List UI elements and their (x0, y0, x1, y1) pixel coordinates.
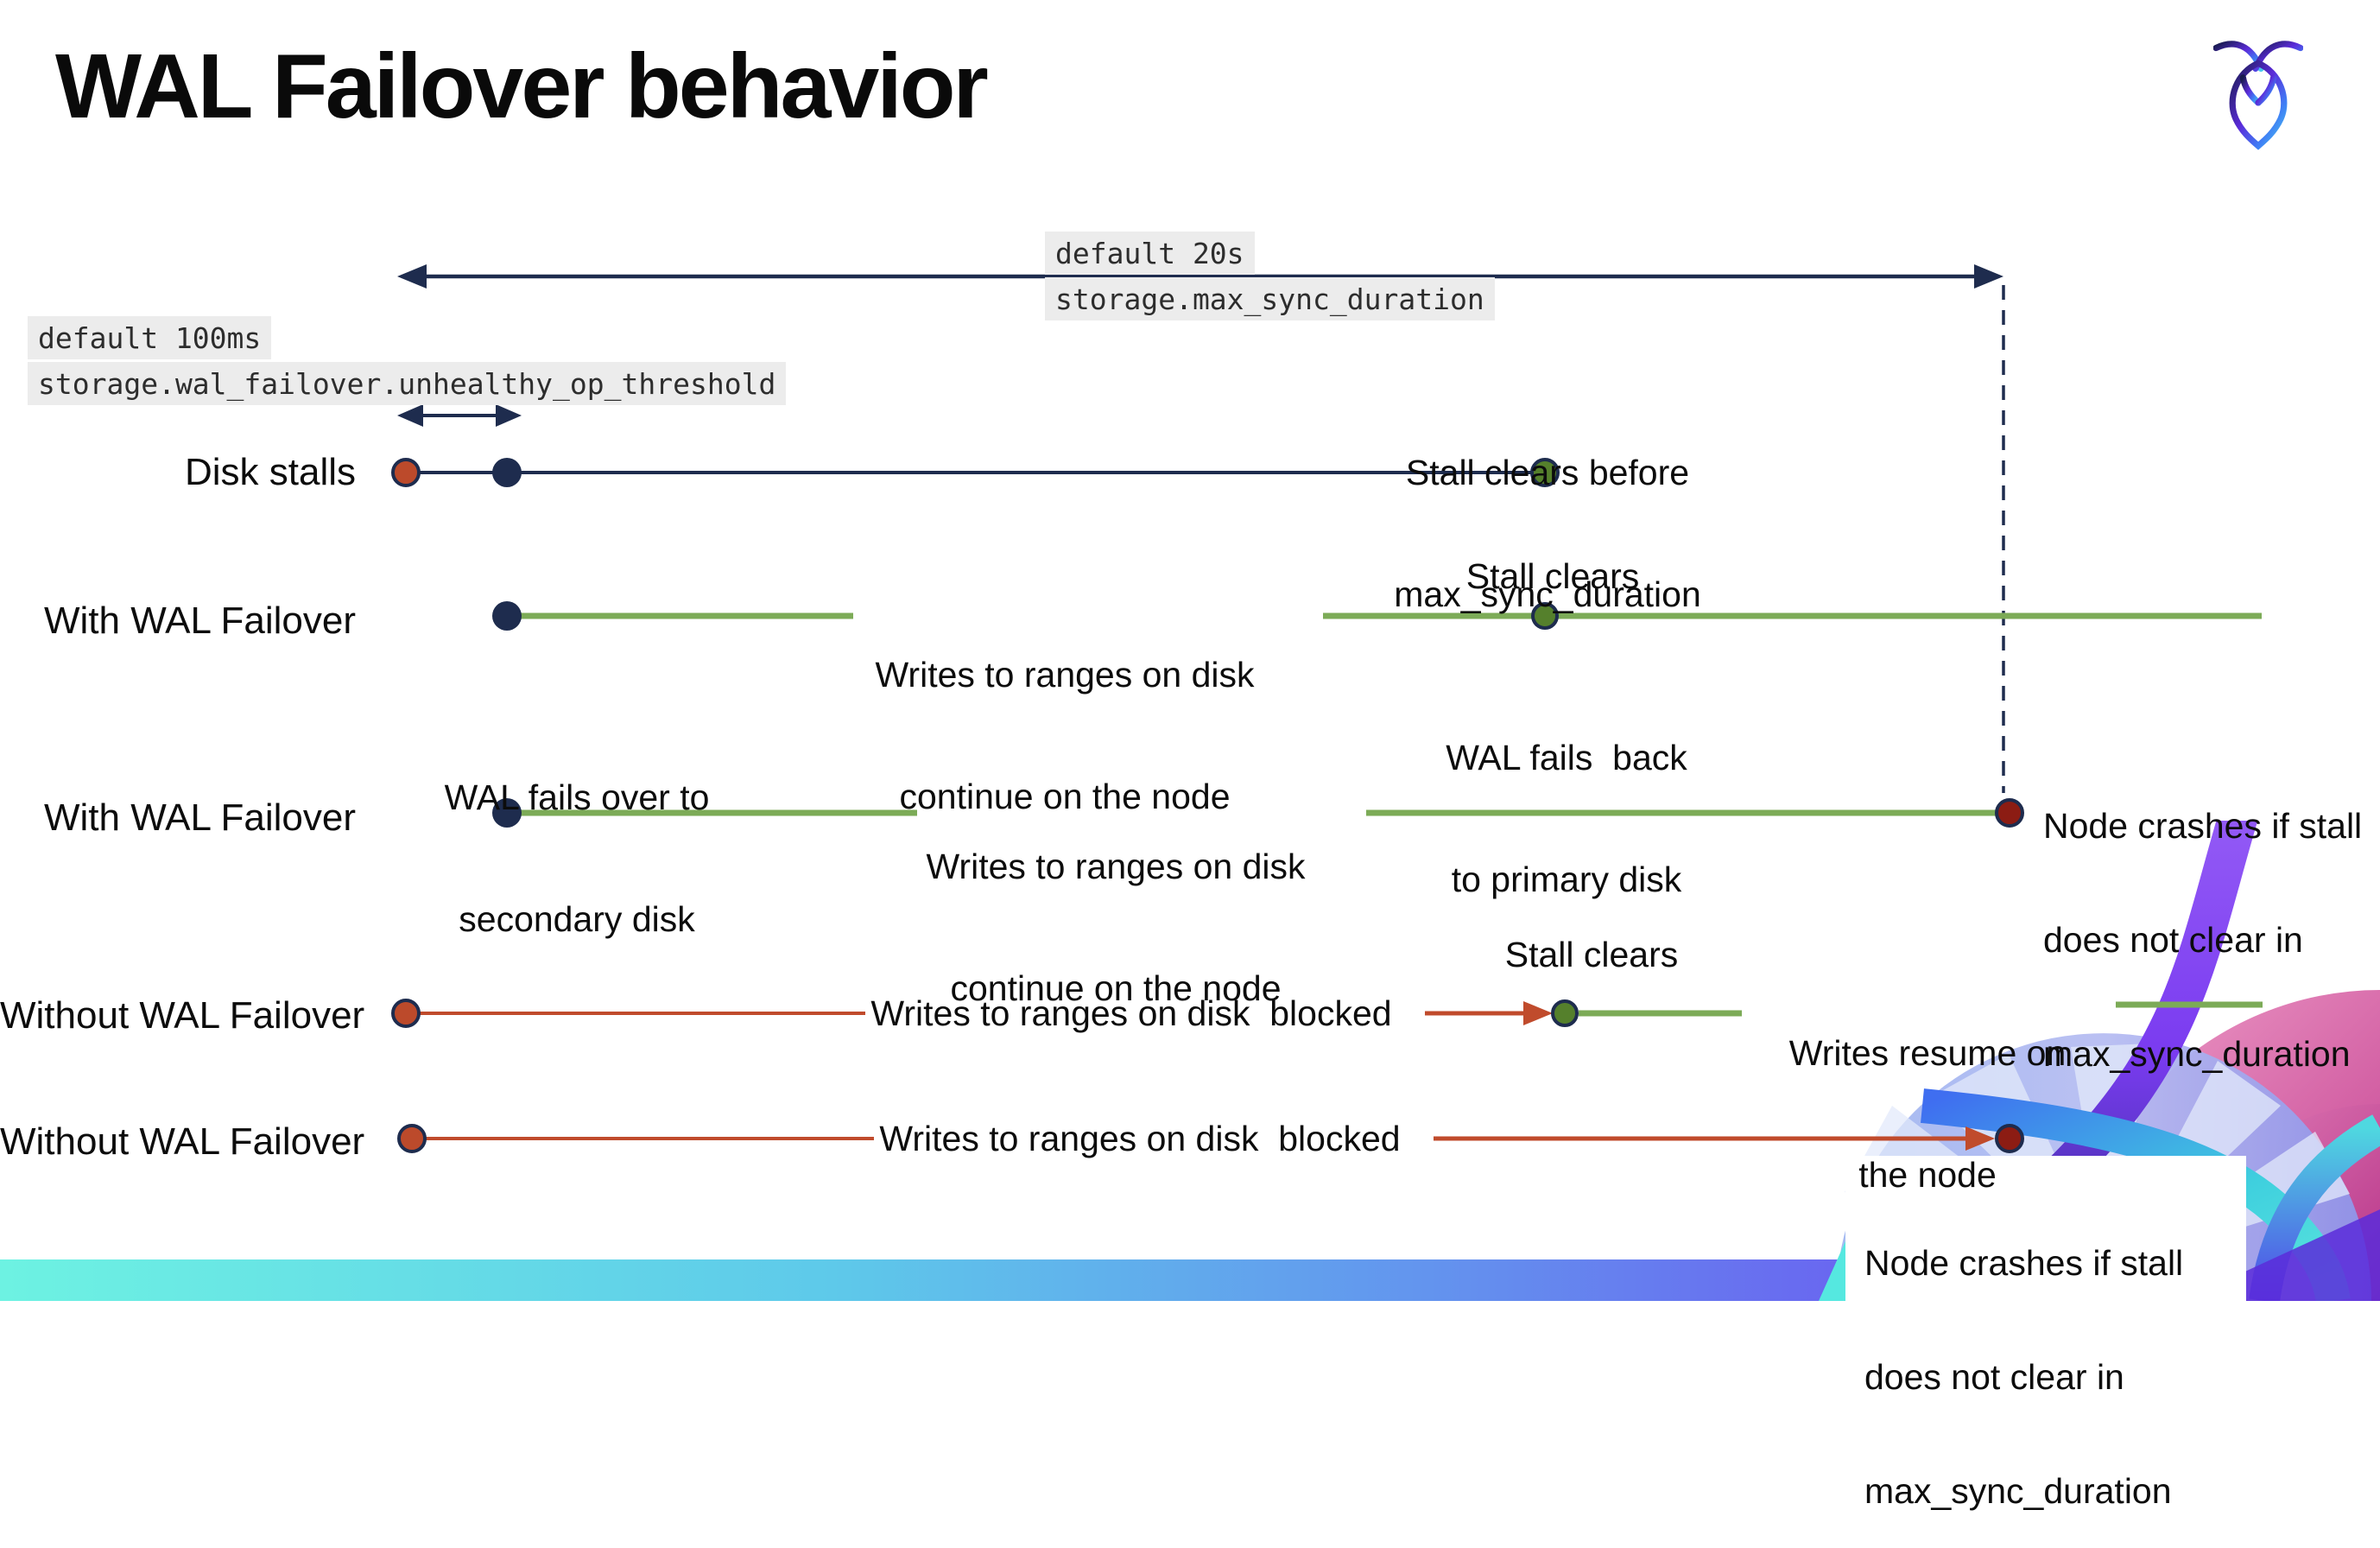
max-sync-duration-arrow (397, 264, 2003, 289)
inner-branch-left (2239, 74, 2262, 106)
inner-branch-right (2255, 74, 2277, 106)
row-label-with-wal-2: With WAL Failover (43, 796, 356, 839)
unhealthy-op-threshold-arrow (397, 404, 522, 427)
body-outline (2229, 60, 2288, 150)
failover-dot (492, 601, 522, 631)
config-unhealthy-op-threshold: default 100ms storage.wal_failover.unhea… (28, 316, 787, 408)
stall-clear-dot (1530, 458, 1560, 487)
timeline-with-wal-failover-2 (492, 798, 2024, 828)
config-setting-name: storage.max_sync_duration (1045, 277, 1495, 320)
annotation-node-crashes-right: Node crashes if stall does not clear in … (2043, 806, 2363, 1074)
annotation-writes-blocked-2: Writes to ranges on disk blocked (879, 1119, 1401, 1158)
stall-clear-dot (1531, 602, 1559, 630)
page-title: WAL Failover behavior (55, 35, 989, 137)
row-label-disk-stalls: Disk stalls (184, 451, 356, 493)
config-default-value: default 100ms (28, 316, 272, 359)
threshold-dot (492, 458, 522, 487)
row-label-without-wal-2: Without WAL Failover (0, 1120, 365, 1163)
timeline-disk-stalls (391, 458, 1560, 487)
stall-clear-dot (1551, 999, 1579, 1027)
annotation-stall-clears-1: Stall clears (1465, 556, 1640, 596)
failover-dot (492, 798, 522, 828)
annotation-writes-continue-1: Writes to ranges on disk continue on the… (875, 655, 1255, 816)
crash-dot (1995, 1124, 2024, 1153)
timeline-with-wal-failover-1 (492, 601, 2262, 631)
disk-stall-dot (391, 999, 421, 1028)
annotation-stall-clears-2: Stall clears (1504, 935, 1679, 974)
annotation-wal-fails-back: WAL fails back to primary disk (1446, 738, 1687, 899)
config-max-sync-duration: default 20s storage.max_sync_duration (1045, 232, 1495, 323)
row-label-with-wal-1: With WAL Failover (43, 600, 356, 642)
timeline-without-wal-failover-2 (397, 1124, 2024, 1153)
crash-callout-box (1845, 1156, 2246, 1301)
row-label-without-wal-1: Without WAL Failover (0, 994, 365, 1037)
timeline-diagram (391, 264, 2263, 1153)
annotation-writes-resume: Writes resume on the node (1788, 1033, 2067, 1195)
config-default-value: default 20s (1045, 232, 1255, 275)
crash-dot (1995, 798, 2024, 828)
annotation-wal-fails-over: WAL fails over to secondary disk (444, 777, 710, 939)
annotation-writes-continue-2: Writes to ranges on disk continue on the… (926, 847, 1306, 1008)
disk-stall-dot (397, 1124, 427, 1153)
config-setting-name: storage.wal_failover.unhealthy_op_thresh… (28, 362, 787, 405)
disk-stall-dot (391, 458, 421, 487)
timeline-without-wal-failover-1 (391, 999, 2263, 1028)
annotation-stall-clears-before: Stall clears before max_sync_duration (1394, 453, 1701, 614)
annotation-writes-blocked-1: Writes to ranges on disk blocked (870, 993, 1392, 1033)
cockroachdb-logo-icon (2213, 41, 2303, 150)
